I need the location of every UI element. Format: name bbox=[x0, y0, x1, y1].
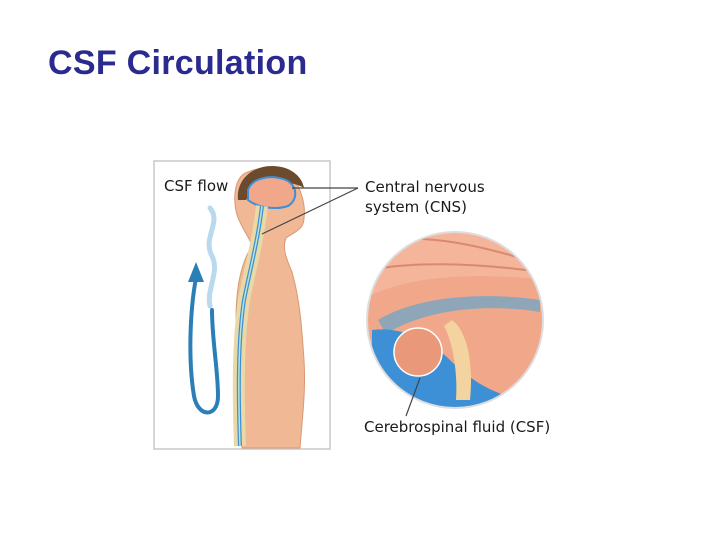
csf-flow-label: CSF flow bbox=[164, 177, 229, 195]
flow-arrow-head bbox=[188, 262, 204, 282]
spinal-cord-core bbox=[238, 205, 263, 447]
brain-magnified bbox=[367, 232, 543, 408]
csf-leader bbox=[405, 377, 421, 417]
cns-label-line1: Central nervous bbox=[365, 178, 485, 196]
magnifier-ring bbox=[366, 231, 544, 409]
csf-label: Cerebrospinal fluid (CSF) bbox=[364, 418, 551, 436]
brain-small bbox=[247, 176, 297, 209]
cns-label: Central nervous system (CNS) bbox=[365, 177, 485, 217]
cns-leader-2 bbox=[261, 187, 359, 235]
cns-label-line2: system (CNS) bbox=[365, 198, 467, 216]
flow-arrow-loop bbox=[188, 276, 221, 415]
flow-arrow-tail bbox=[206, 205, 217, 309]
slide-title: CSF Circulation bbox=[48, 44, 308, 82]
